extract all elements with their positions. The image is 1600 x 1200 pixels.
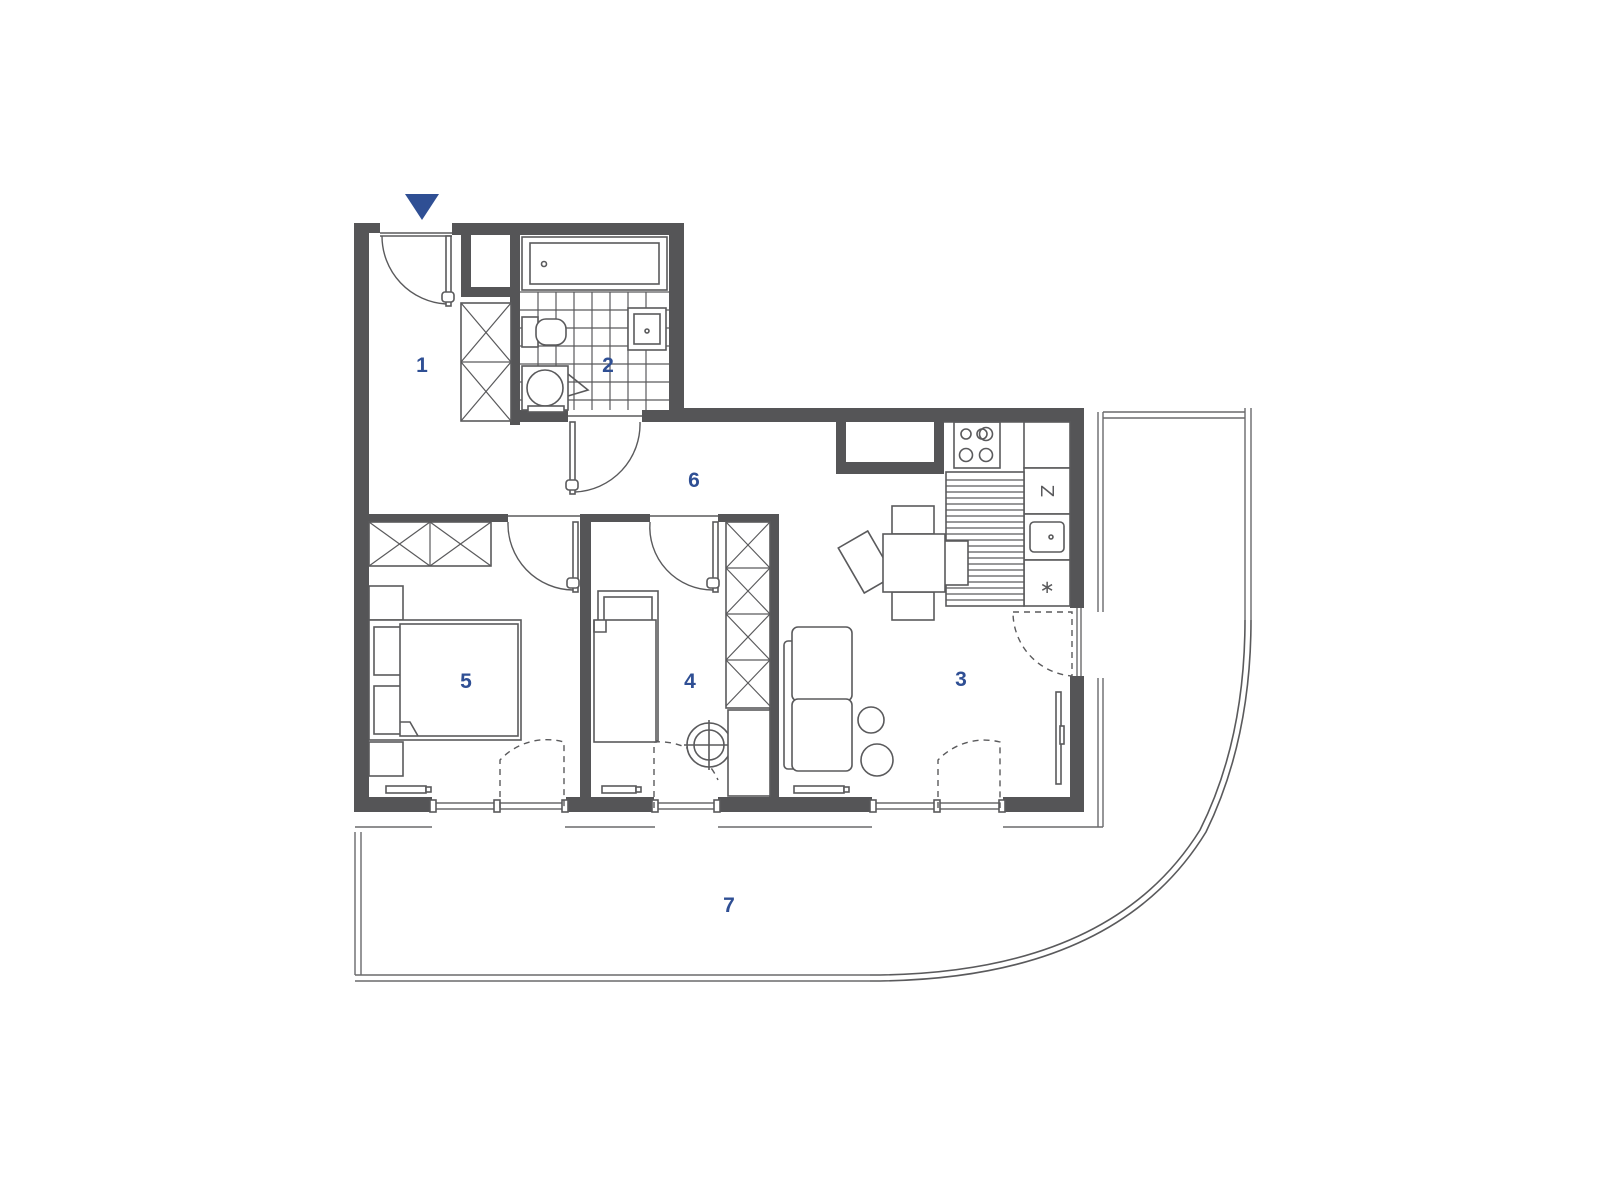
doors (380, 232, 1073, 808)
room-label-4: 4 (684, 670, 696, 693)
sofa (783, 626, 853, 772)
windows (429, 608, 1082, 813)
walls (354, 223, 1084, 812)
entrance-triangle-icon (405, 194, 439, 220)
entry-wardrobe (460, 302, 512, 422)
room-label-6: 6 (688, 469, 700, 492)
room-4-furniture (593, 521, 771, 797)
room-label-2: 2 (602, 354, 614, 377)
balcony-outline (354, 408, 1252, 982)
bathroom-fixtures (520, 236, 669, 413)
room-5-furniture (368, 521, 522, 794)
room-label-3: 3 (955, 668, 967, 691)
room-label-7: 7 (723, 894, 735, 917)
dishwasher-symbol: ∗ (1039, 577, 1054, 598)
side-tables (857, 706, 894, 777)
dining-table (837, 505, 969, 621)
room-label-5: 5 (460, 670, 472, 693)
room-label-1: 1 (416, 354, 428, 377)
fridge-symbol: Z (1036, 485, 1057, 497)
kitchen-counter (944, 421, 1071, 607)
room-3-radiator (793, 785, 850, 794)
